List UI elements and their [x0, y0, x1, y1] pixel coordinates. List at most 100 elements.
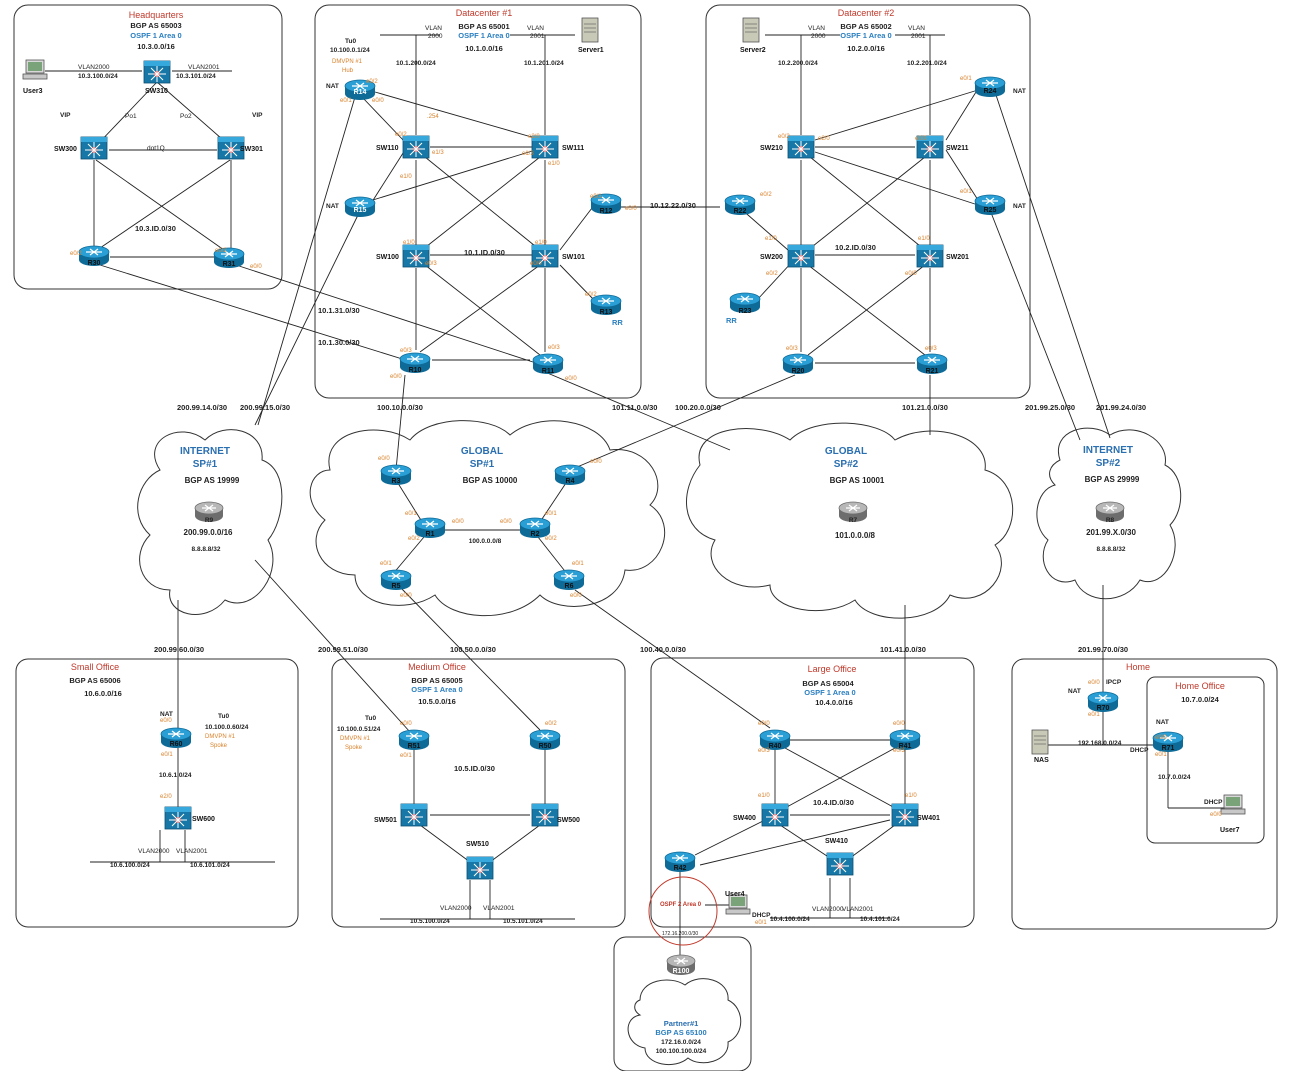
- server-nas[interactable]: [1031, 729, 1049, 755]
- svg-text:e0/0: e0/0: [160, 718, 172, 724]
- switch-sw400[interactable]: [761, 803, 789, 827]
- site-title-home: Home: [1126, 662, 1150, 672]
- r13-label: R13: [600, 309, 613, 316]
- switch-sw510[interactable]: [466, 856, 494, 880]
- r23-rr-label: RR: [726, 316, 737, 325]
- site-title-dc1: Datacenter #1: [456, 8, 513, 18]
- cloud-global1-title1: GLOBAL: [461, 446, 503, 457]
- svg-text:e0/3: e0/3: [548, 345, 560, 351]
- cloud-internet-sp1: [137, 429, 283, 615]
- r40-label: R40: [769, 743, 782, 750]
- link-label-10-2-201: 10.2.201.0/24: [907, 60, 947, 67]
- hq-vlan2001-label: VLAN2001: [188, 64, 220, 71]
- svg-text:e0/1: e0/1: [960, 189, 972, 195]
- cloud-global1-bgp: BGP AS 10000: [463, 476, 518, 485]
- link-label-100-10: 100.10.0.0/30: [377, 403, 423, 412]
- r23-label: R23: [739, 308, 752, 315]
- cloud-global1-title2: SP#1: [470, 459, 495, 470]
- switch-sw110[interactable]: [402, 135, 430, 159]
- site-box-dc2: [705, 4, 1031, 399]
- dc2-vlan2000-label: 2000: [811, 33, 826, 40]
- svg-text:e0/0: e0/0: [905, 271, 917, 277]
- r15-label: R15: [354, 207, 367, 214]
- dc1-tu0-label: Tu0: [345, 38, 356, 45]
- svg-text:e0/0: e0/0: [758, 721, 770, 727]
- link-label-10-6-101: 10.6.101.0/24: [190, 862, 230, 869]
- sw400-label: SW400: [733, 815, 756, 822]
- site-net-medium: 10.5.0.0/16: [418, 697, 456, 706]
- pc-user3[interactable]: [22, 59, 48, 80]
- router-r7-label: R7: [849, 517, 858, 524]
- cloud-sp2-title2: SP#2: [1096, 458, 1121, 469]
- hq-po2-label: Po2: [180, 113, 192, 120]
- site-net-dc1: 10.1.0.0/16: [465, 44, 503, 53]
- svg-text:e0/1: e0/1: [400, 753, 412, 759]
- sw310-label: SW310: [145, 88, 168, 95]
- switch-sw300[interactable]: [80, 136, 108, 160]
- site-ospf-hq: OSPF 1 Area 0: [130, 31, 181, 40]
- link-label-201-99-70: 201.99.70.0/30: [1078, 645, 1128, 654]
- link-label-192-168: 192.168.0.0/24: [1078, 740, 1122, 747]
- server-server1[interactable]: [581, 17, 599, 43]
- server1-label: Server1: [578, 47, 604, 54]
- link-label-100-50: 100.50.0.0/30: [450, 645, 496, 654]
- svg-text:e1/3: e1/3: [432, 150, 444, 156]
- switch-sw501[interactable]: [400, 803, 428, 827]
- sw301-vip-label: VIP: [252, 112, 263, 119]
- small-vlan2000-label: VLAN2000: [138, 848, 170, 855]
- user4-dhcp-label: DHCP: [752, 912, 771, 919]
- hq-vlan2000-label: VLAN2000: [78, 64, 110, 71]
- switch-sw500[interactable]: [531, 803, 559, 827]
- svg-text:e0/0: e0/0: [570, 593, 582, 599]
- link-label-200-99-14: 200.99.14.0/30: [177, 403, 227, 412]
- site-net-homeoffice: 10.7.0.0/24: [1181, 695, 1219, 704]
- ospf2-area-circle: [648, 876, 718, 946]
- r71-nat-label: NAT: [1156, 719, 1169, 726]
- r1-label: R1: [426, 531, 435, 538]
- svg-text:e0/3: e0/3: [758, 748, 770, 754]
- sw300-label: SW300: [54, 146, 77, 153]
- switch-sw401[interactable]: [891, 803, 919, 827]
- svg-text:e0/2: e0/2: [395, 132, 407, 138]
- svg-text:e0/0: e0/0: [893, 721, 905, 727]
- small-dmvpn-label: DMVPN #1: [205, 734, 236, 740]
- cloud-partner: [627, 978, 742, 1066]
- cloud-sp1-dns: 8.8.8.8/32: [192, 546, 221, 553]
- switch-sw210[interactable]: [787, 135, 815, 159]
- switch-sw410[interactable]: [826, 852, 854, 876]
- switch-sw600[interactable]: [164, 806, 192, 830]
- dc1-vlan2000-label: 2000: [428, 33, 443, 40]
- switch-sw310[interactable]: [143, 60, 171, 84]
- svg-text:e0/0: e0/0: [452, 519, 464, 525]
- dc1-tu-ip: 10.100.0.1/24: [330, 47, 370, 54]
- svg-text:e2/0: e2/0: [528, 134, 540, 140]
- server-server2[interactable]: [742, 17, 760, 43]
- pc-user7[interactable]: [1220, 794, 1246, 815]
- switch-sw200[interactable]: [787, 244, 815, 268]
- server2-label: Server2: [740, 47, 766, 54]
- site-title-dc2: Datacenter #2: [838, 8, 895, 18]
- site-bgp-medium: BGP AS 65005: [411, 676, 462, 685]
- link-label-200-99-51: 200.99.51.0/30: [318, 645, 368, 654]
- svg-text:e0/0: e0/0: [565, 376, 577, 382]
- link-label-10-1-31: 10.1.31.0/30: [318, 306, 360, 315]
- svg-text:e0/3: e0/3: [425, 261, 437, 267]
- link-label-10-3-100: 10.3.100.0/24: [78, 73, 118, 80]
- sw500-label: SW500: [557, 817, 580, 824]
- medium-vlan2000-label: VLAN2000: [440, 905, 472, 912]
- svg-text:e1/0: e1/0: [403, 240, 415, 246]
- cloud-sp1-bgp: BGP AS 19999: [185, 476, 240, 485]
- svg-text:e1/0: e1/0: [758, 793, 770, 799]
- svg-text:e0/0: e0/0: [372, 98, 384, 104]
- svg-text:e0/1: e0/1: [1088, 712, 1100, 718]
- dc1-vlan-label-1: VLAN: [425, 25, 442, 32]
- sw300-vip-label: VIP: [60, 112, 71, 119]
- r4-label: R4: [566, 478, 575, 485]
- large-vlan2000-label: VLAN2000: [812, 906, 844, 913]
- svg-text:e1/0: e1/0: [400, 174, 412, 180]
- site-box-home: [1011, 658, 1278, 930]
- svg-text:e0/1: e0/1: [380, 561, 392, 567]
- link-label-10-6-1: 10.6.1.0/24: [159, 772, 192, 779]
- switch-sw201[interactable]: [916, 244, 944, 268]
